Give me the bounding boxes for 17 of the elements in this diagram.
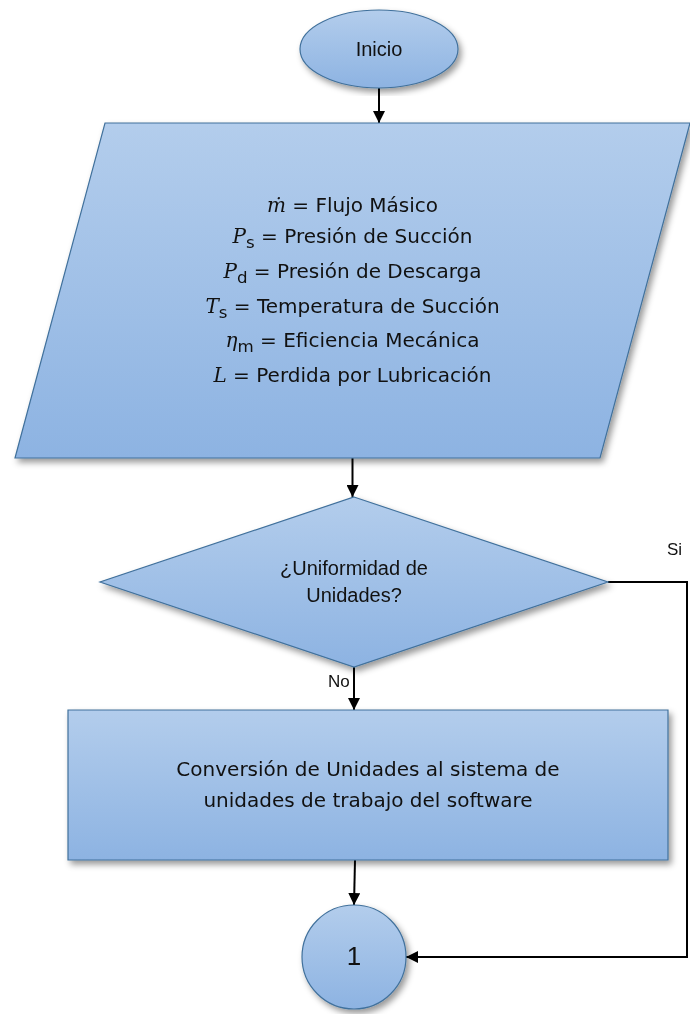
variable-definition: P$_{d}$ = Presión de Descarga <box>223 257 482 289</box>
arrow <box>405 581 688 963</box>
variable-definition: η$_{m}$ = Eficiencia Mecánica <box>225 327 480 359</box>
edge-label: No <box>328 672 350 692</box>
arrow <box>348 859 361 906</box>
node-text: ¿Uniformidad de Unidades? <box>279 556 429 608</box>
variable-definition: L = Perdida por Lubricación <box>213 362 492 390</box>
node-text: Inicio <box>355 36 403 62</box>
edge-label: Si <box>667 540 683 560</box>
node-text: Conversión de Unidades al sistema de unidades de trabajo del software <box>175 756 561 814</box>
arrow <box>373 87 385 124</box>
node-text: 1 <box>346 940 362 974</box>
variable-definition: P$_{s}$ = Presión de Succión <box>232 222 473 254</box>
arrow <box>348 666 360 711</box>
variable-definition: ṁ = Flujo Másico <box>266 191 439 219</box>
variable-definition: T$_{s}$ = Temperatura de Succión <box>205 292 500 324</box>
arrow <box>346 457 359 498</box>
